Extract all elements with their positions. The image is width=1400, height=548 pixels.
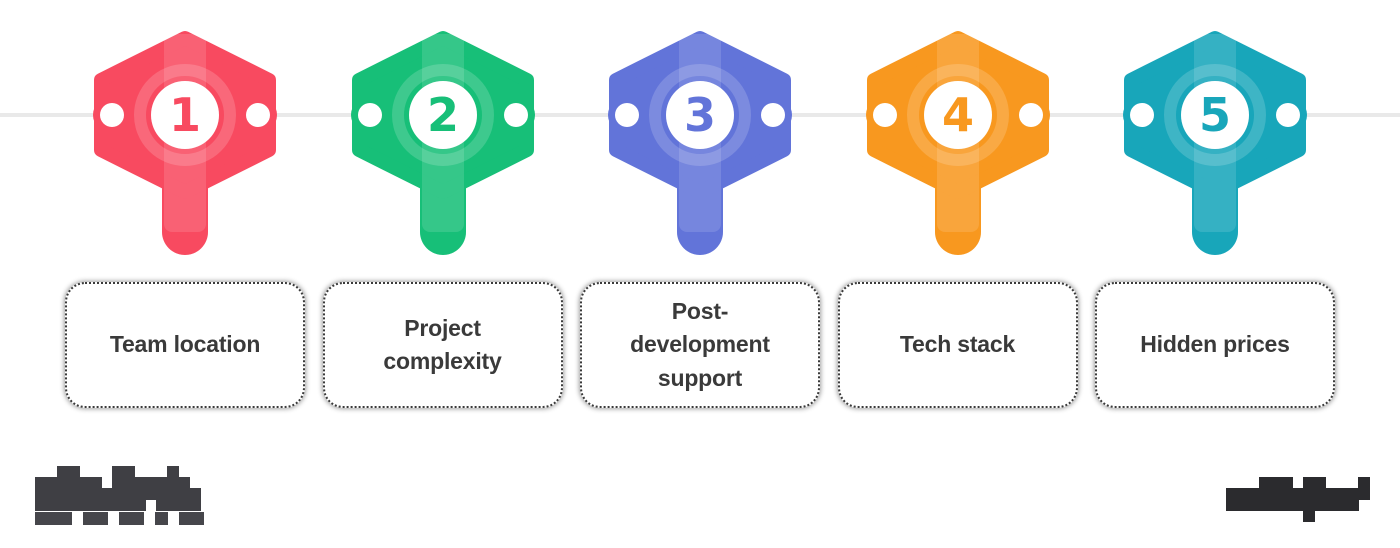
timeline-dot-right [503,103,528,127]
badge-number-circle [408,81,477,149]
step-card: Hidden prices [1095,282,1335,408]
step-card: Team location [65,282,305,408]
timeline-dot-right [1276,103,1300,127]
badge-inner-ring [649,64,751,166]
badge-inner-ring [1164,64,1266,166]
step-card: Post-development support [580,282,820,408]
timeline-dot-left [357,103,382,127]
timeline-step: 2 Project complexity [322,0,563,548]
step-marker: 4 [865,31,1050,255]
timeline-dot-left [872,103,897,127]
step-label: Hidden prices [1140,331,1290,358]
badge-number-circle [151,81,219,149]
timeline-step: 4 Tech stack [837,0,1078,548]
badge-inner-ring [906,64,1009,166]
step-label: Team location [109,331,261,358]
step-label: Tech stack [899,331,1016,358]
timeline-dot-right [1018,103,1043,127]
badge-number-circle [923,81,992,149]
step-marker: 3 [608,31,792,255]
timeline-steps-row: 1 Team location 2 Project complexity [65,0,1335,548]
step-label: Project complexity [383,314,502,374]
timeline-dot-right [761,103,785,127]
step-number: 4 [941,88,973,142]
step-marker: 2 [350,31,535,255]
step-marker: 1 [93,31,277,255]
step-number: 3 [684,88,716,142]
step-number: 2 [426,88,458,142]
timeline-dot-left [100,103,124,127]
timeline-step: 5 Hidden prices [1095,0,1335,548]
step-number: 1 [169,88,201,142]
timeline-step: 3 Post-development support [580,0,820,548]
timeline-dot-left [1130,103,1154,127]
step-number: 5 [1199,88,1231,142]
badge-inner-ring [134,64,236,166]
badge-number-circle [666,81,734,149]
step-card: Tech stack [837,282,1078,408]
timeline-dot-left [615,103,639,127]
timeline-dot-right [246,103,270,127]
step-card: Project complexity [322,282,563,408]
timeline-step: 1 Team location [65,0,305,548]
step-marker: 5 [1123,31,1307,255]
badge-inner-ring [391,64,494,166]
badge-number-circle [1181,81,1249,149]
step-label: Post-development support [630,297,770,391]
